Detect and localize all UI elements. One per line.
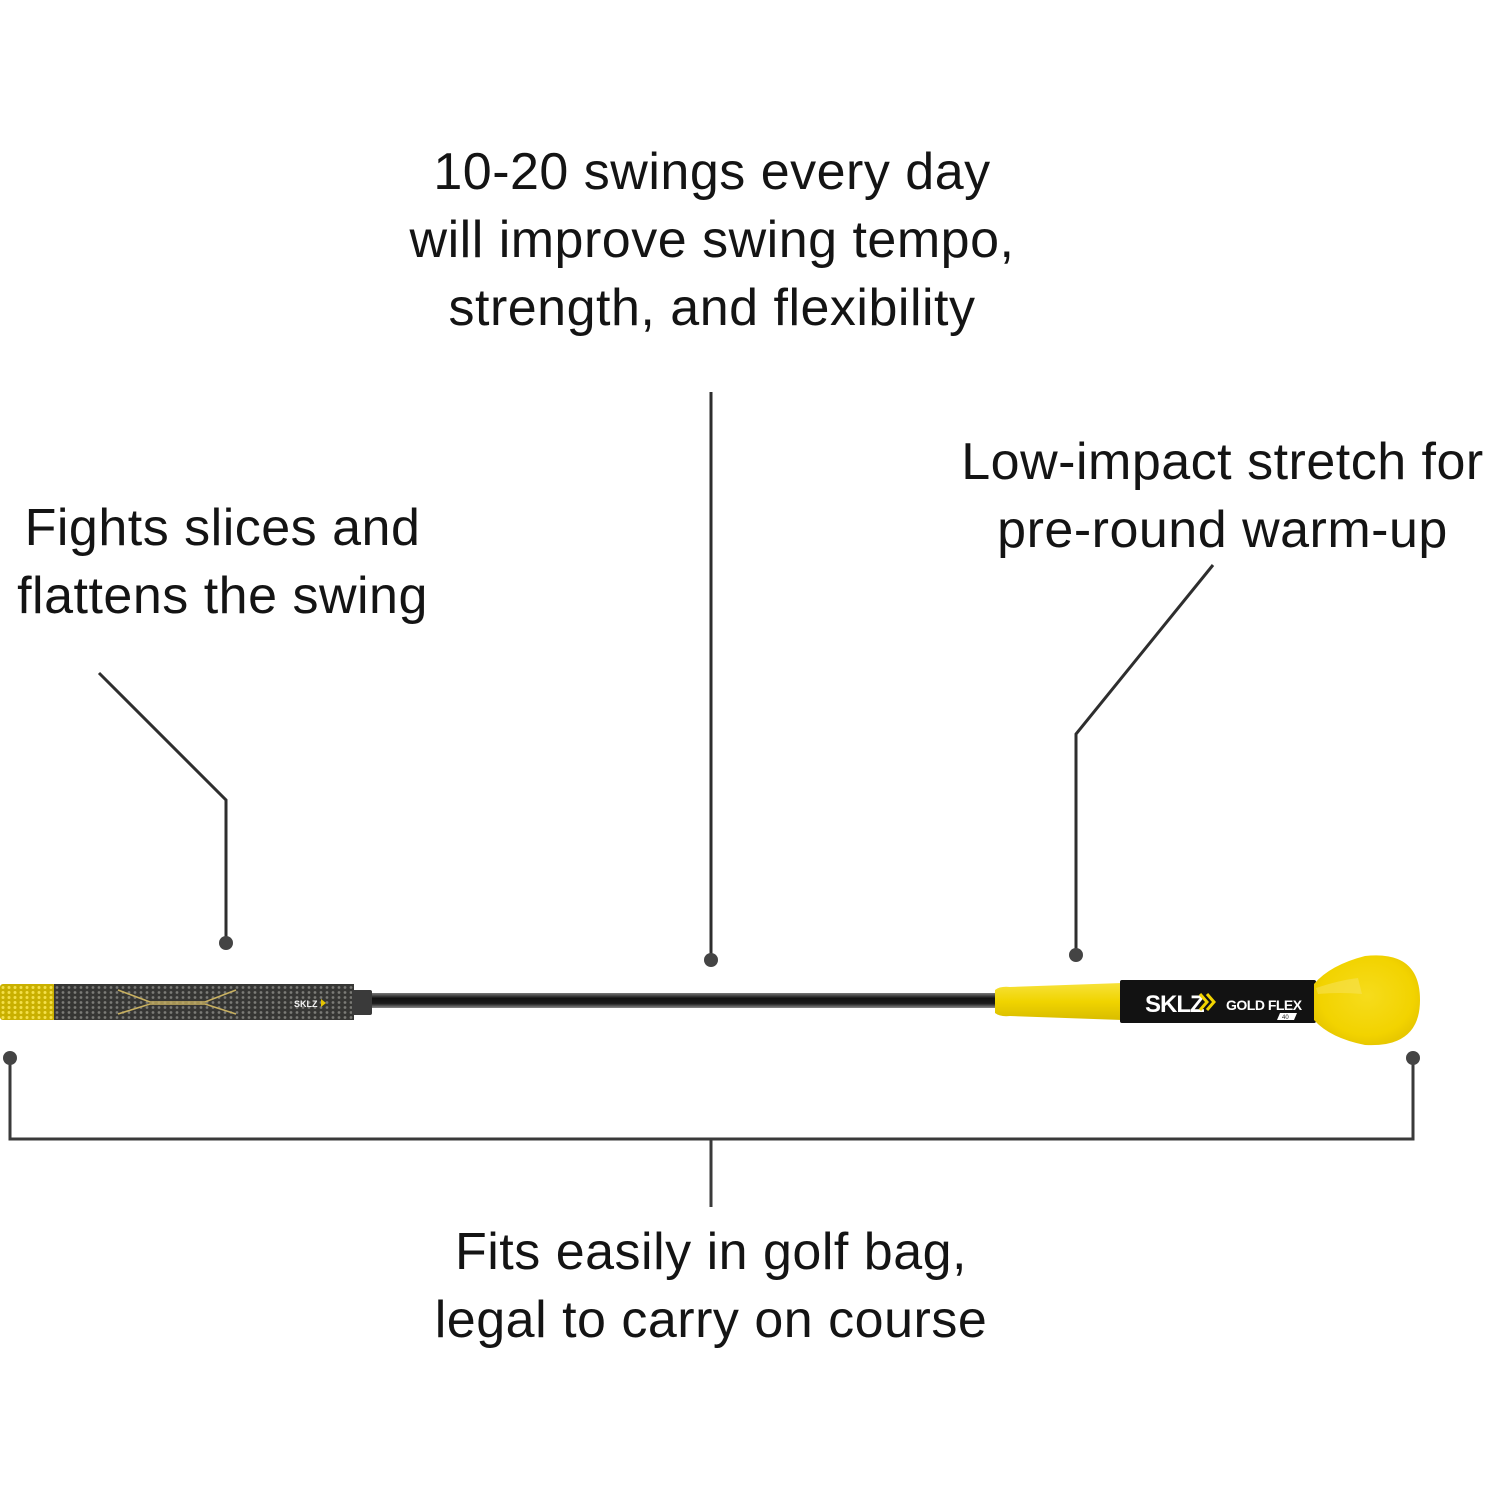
leader-top-dot [704,953,718,967]
weighted-head [1314,955,1420,1046]
bracket-right-dot [1406,1051,1420,1065]
callout-line: Low-impact stretch for [961,433,1484,491]
callout-warm-up: Low-impact stretch for pre-round warm-up [935,428,1497,564]
callout-line: Fits easily in golf bag, [454,1223,968,1281]
callout-fights-slices: Fights slices and flattens the swing [0,494,445,630]
shaft [365,993,1005,1008]
yellow-collar [995,983,1122,1020]
grip-logo: SKLZ [294,999,318,1009]
callout-line: will improve swing tempo, [409,211,1015,269]
leader-right [1074,564,1215,952]
callout-line: strength, and flexibility [448,279,976,337]
grip: SKLZ [0,984,372,1020]
length-bracket [8,1058,1415,1207]
callout-line: legal to carry on course [434,1291,988,1349]
callout-daily-swings: 10-20 swings every day will improve swin… [380,138,1044,342]
size-badge: 40 [1282,1015,1289,1021]
leader-right-dot [1069,948,1083,962]
callout-line: 10-20 swings every day [433,143,991,201]
leader-left-dot [219,936,233,950]
model-name: GOLD FLEX [1226,997,1303,1013]
swing-trainer: SKLZ SKLZ GOLD FLEX 40 [0,955,1420,1046]
callout-line: Fights slices and [24,499,421,557]
brand-logo: SKLZ [1145,991,1204,1018]
callout-line: pre-round warm-up [997,501,1448,559]
brand-sleeve [1120,980,1316,1023]
callout-line: flattens the swing [17,567,428,625]
bracket-left-dot [3,1051,17,1065]
callout-fits-golf-bag: Fits easily in golf bag, legal to carry … [411,1218,1011,1354]
leader-left [97,671,228,940]
